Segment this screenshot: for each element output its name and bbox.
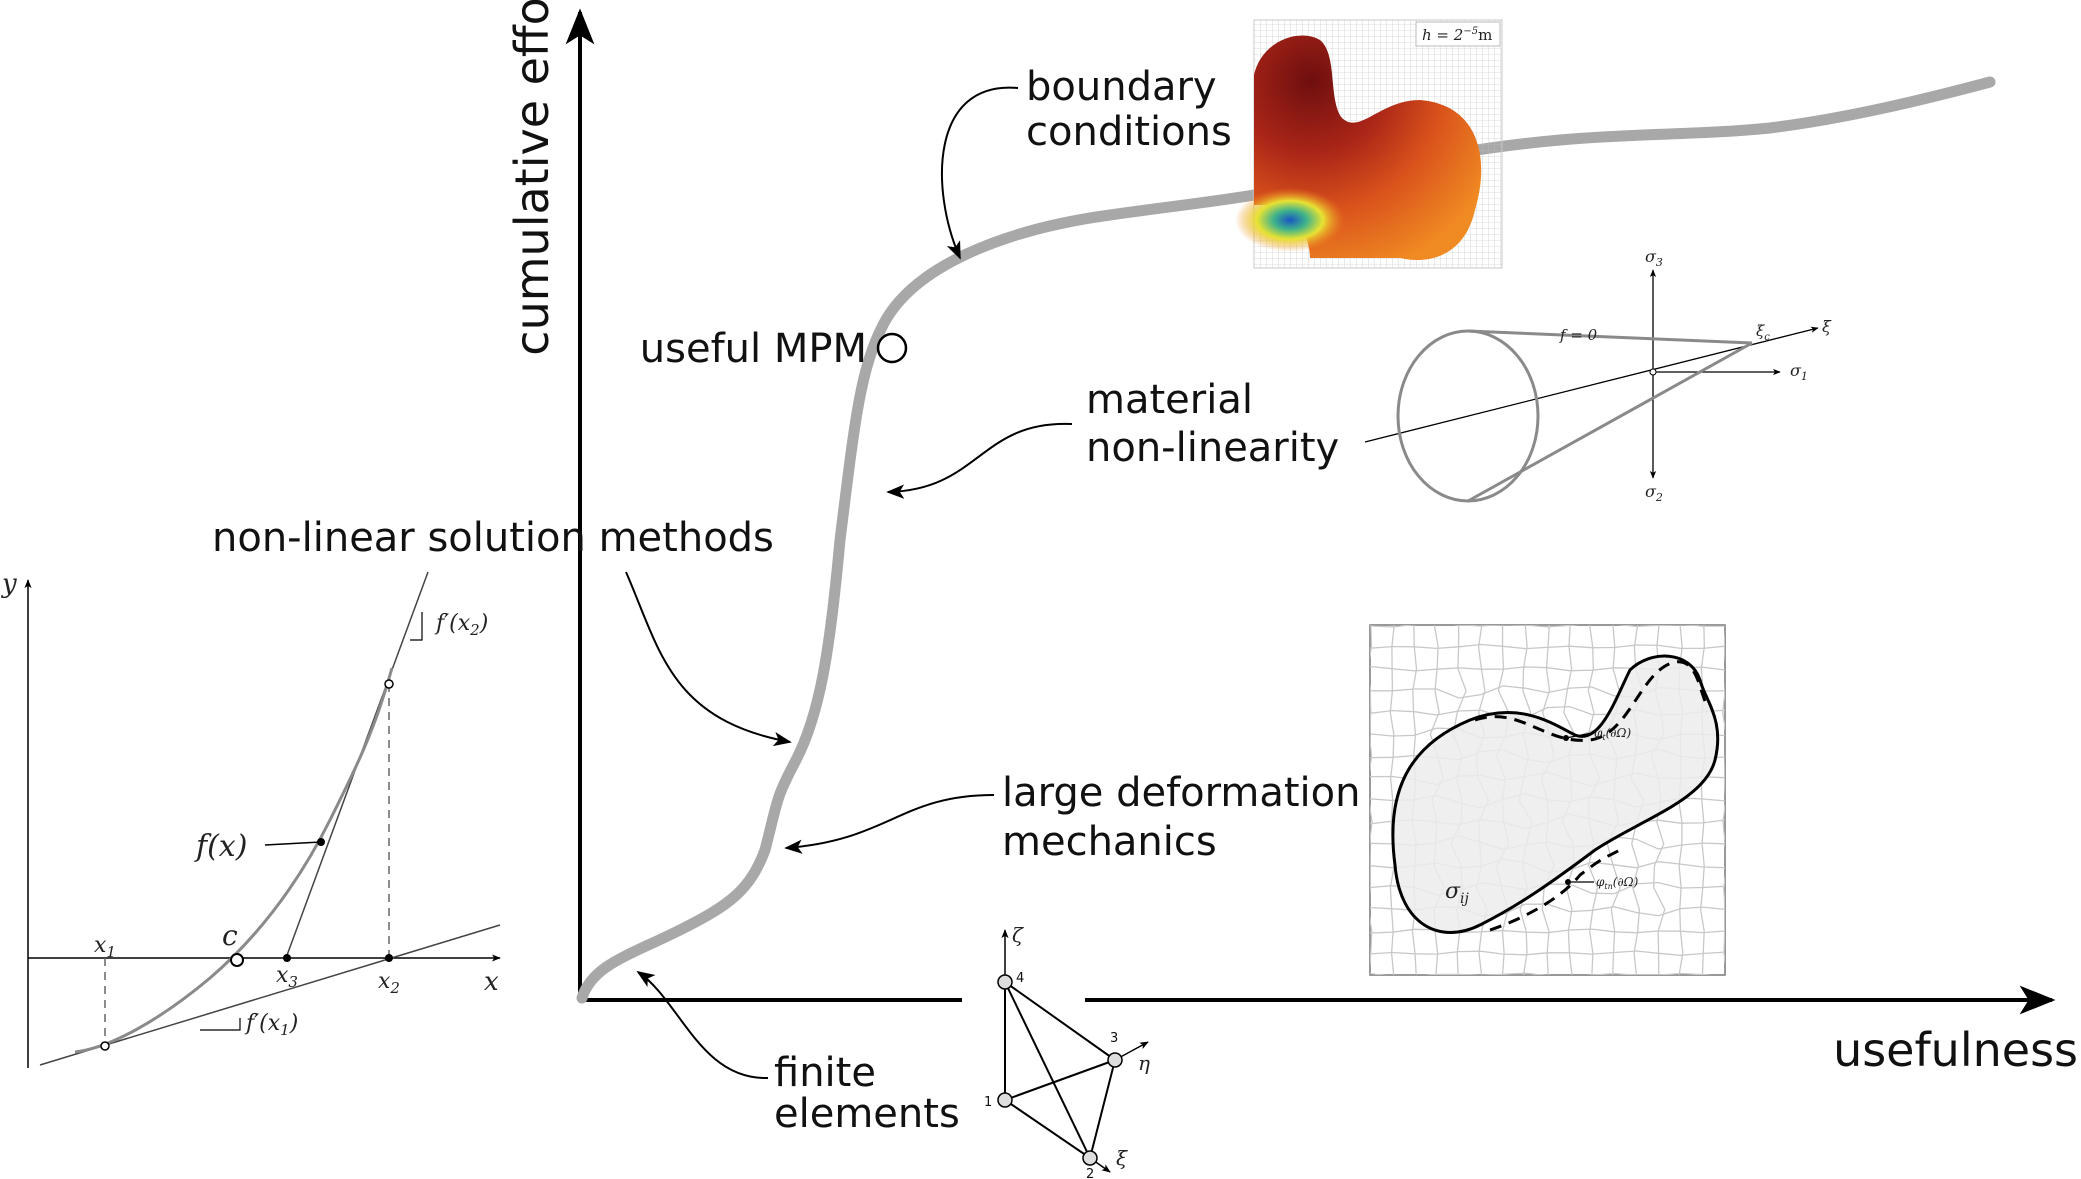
phi-tn-point: [1565, 879, 1571, 885]
node-label-3: 3: [1110, 1031, 1118, 1046]
fx-label: f(x): [194, 829, 247, 864]
f-zero-label: f = 0: [1559, 326, 1598, 344]
main-axes: usefulness cumulative effort: [505, 0, 2078, 1077]
sigma2-label: σ2: [1645, 482, 1663, 504]
newton-y-label: y: [1, 569, 17, 599]
edge-2-3: [1089, 1059, 1116, 1159]
origin-point: [1649, 368, 1657, 376]
node-4: [997, 974, 1013, 990]
boundary-line-2: conditions: [1026, 109, 1232, 155]
edge-4-2: [1004, 981, 1091, 1159]
finite-elements-line-1: finite: [774, 1050, 876, 1096]
phi-t-leader: [1565, 732, 1593, 739]
phi-t-label: φt(∂Ω): [1594, 726, 1631, 742]
slope1-marker: [200, 1018, 241, 1031]
root-point: [230, 953, 244, 967]
yield-cone-bottom-edge: [1467, 341, 1753, 503]
effort-curve: [576, 76, 1996, 1004]
large-deformation-arrow: [784, 794, 995, 854]
reference-boundary: [1474, 660, 1710, 742]
phi-t-point: [1563, 735, 1569, 741]
annotation-non-linear: non-linear solution methods: [212, 515, 792, 747]
annotation-large-deformation: large deformation mechanics: [784, 770, 1360, 865]
xi-axis-label: ξ: [1822, 317, 1832, 336]
x2-point: [385, 954, 393, 962]
deformation-mesh-inset: φt(∂Ω) φtn(∂Ω) σij: [1369, 624, 1726, 976]
stress-hotspot: [1235, 188, 1345, 252]
newton-x-label: x: [484, 967, 499, 997]
tangent-line-1: [39, 924, 501, 1066]
edge-1-3: [1004, 1059, 1116, 1101]
node-label-4: 4: [1016, 971, 1024, 986]
xi-label: ξ: [1116, 1146, 1128, 1170]
point-x2-on-curve: [384, 679, 394, 689]
tetrahedral-element-inset: ζ η ξ 4 1 2 3: [984, 923, 1150, 1179]
boundary-arrow: [940, 86, 1019, 260]
annotation-finite-elements: finite elements: [636, 970, 960, 1137]
x1-label: x1: [94, 933, 116, 961]
deformed-body: [1391, 654, 1720, 934]
annotation-boundary: boundary conditions: [940, 64, 1232, 260]
zeta-label: ζ: [1012, 923, 1024, 947]
node-label-1: 1: [984, 1095, 992, 1110]
mesh-line: [1370, 950, 1725, 956]
eta-label: η: [1138, 1051, 1150, 1075]
yield-cone-top-edge: [1467, 329, 1753, 345]
edge-4-3: [1004, 981, 1116, 1061]
node-3: [1107, 1052, 1123, 1068]
large-deformation-line-1: large deformation: [1002, 770, 1360, 816]
x-axis-label: usefulness: [1833, 1023, 2078, 1077]
slope2-label: f′(x2): [434, 611, 488, 639]
point-x1-on-curve: [100, 1041, 110, 1051]
finite-elements-line-2: elements: [774, 1091, 960, 1137]
slope2-marker: [410, 612, 423, 641]
finite-elements-arrow: [636, 970, 769, 1080]
fx-leader: [264, 841, 322, 846]
material-arrow: [886, 422, 1073, 499]
simulation-snapshot-inset: h = 2−5m: [1235, 19, 1503, 269]
useful-mpm-milestone: useful MPM: [640, 326, 908, 372]
h-label: h = 2−5m: [1422, 26, 1492, 44]
material-line-1: material: [1086, 377, 1253, 423]
slope1-label: f′(x1): [244, 1011, 298, 1039]
annotation-material: material non-linearity: [886, 377, 1339, 499]
node-label-2: 2: [1086, 1167, 1094, 1179]
boundary-line-1: boundary: [1026, 64, 1217, 110]
xi-c-label: ξc: [1756, 322, 1770, 343]
x2-label: x2: [378, 969, 400, 997]
h-label-box: [1415, 21, 1501, 47]
node-1: [997, 1092, 1013, 1108]
x3-point: [283, 954, 291, 962]
mesh-line: [1370, 972, 1711, 975]
milestone-label: useful MPM: [640, 326, 867, 372]
root-label: c: [222, 919, 238, 952]
x3-label: x3: [276, 963, 298, 991]
material-line-2: non-linearity: [1086, 425, 1339, 471]
reference-boundary-lower: [1489, 848, 1621, 932]
large-deformation-line-2: mechanics: [1002, 819, 1217, 865]
edge-1-2: [1004, 1099, 1091, 1159]
mesh-line: [1370, 625, 1725, 628]
mesh-line: [1722, 630, 1725, 965]
newton-method-inset: y x f(x) c x1 x3 x2 f′(x1) f′(x2): [1, 569, 501, 1068]
stress-label: σij: [1445, 879, 1470, 907]
mesh-line: [1370, 928, 1725, 934]
sigma3-label: σ3: [1645, 247, 1663, 269]
non-linear-arrow: [625, 571, 792, 747]
sigma1-label: σ1: [1790, 361, 1808, 383]
y-axis-label: cumulative effort: [505, 0, 559, 356]
milestone-marker: [876, 332, 908, 364]
function-curve: [74, 667, 394, 1054]
phi-tn-label: φtn(∂Ω): [1596, 875, 1639, 891]
non-linear-label: non-linear solution methods: [212, 515, 774, 561]
node-2: [1082, 1150, 1098, 1166]
yield-surface-inset: σ3 σ2 σ1 ξ ξc f = 0: [1364, 247, 1832, 504]
